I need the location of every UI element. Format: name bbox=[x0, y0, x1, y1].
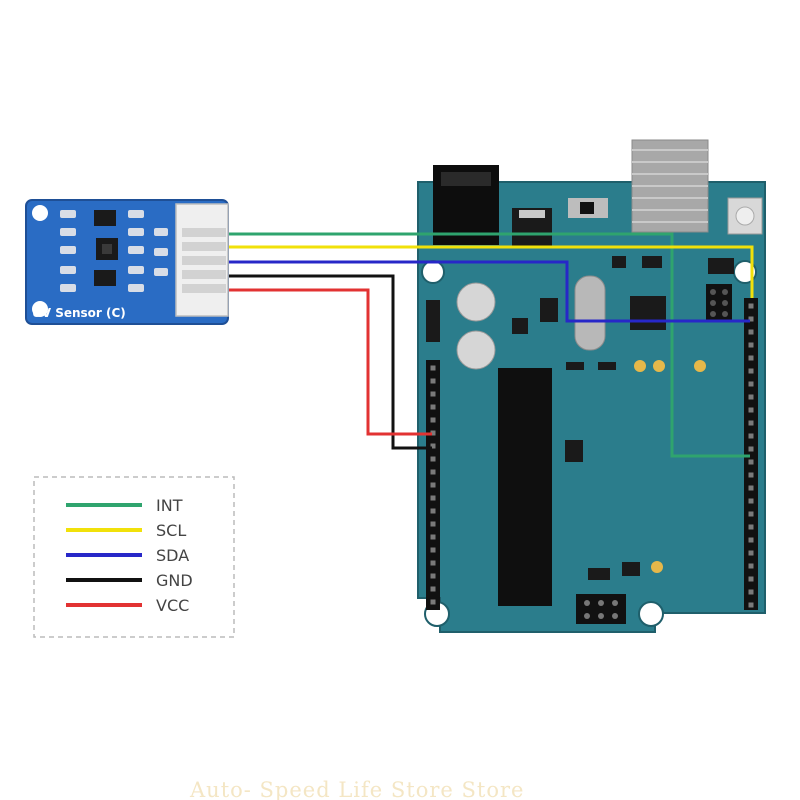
sda-wire bbox=[226, 260, 750, 323]
header-pin bbox=[430, 391, 436, 397]
int-wire bbox=[226, 232, 750, 458]
header-pin bbox=[430, 573, 436, 579]
atmega-chip bbox=[498, 368, 552, 606]
regulator-tab bbox=[519, 210, 545, 218]
reset-button-cap bbox=[735, 206, 755, 226]
header-pin bbox=[430, 365, 436, 371]
legend-box bbox=[33, 476, 235, 638]
scl-wire bbox=[226, 245, 754, 298]
header-pin bbox=[430, 404, 436, 410]
gnd-wire bbox=[226, 274, 432, 450]
header-pin bbox=[430, 586, 436, 592]
header-pin bbox=[748, 394, 754, 400]
header-pin bbox=[748, 433, 754, 439]
power-jack-top bbox=[441, 172, 491, 186]
legend-label-scl: SCL bbox=[156, 521, 186, 540]
header-pin bbox=[748, 407, 754, 413]
header-pin bbox=[748, 537, 754, 543]
header-pin bbox=[430, 417, 436, 423]
legend-label-sda: SDA bbox=[156, 546, 189, 565]
uv-sensor-window bbox=[102, 244, 112, 254]
legend-label-gnd: GND bbox=[156, 571, 193, 590]
header-pin bbox=[748, 485, 754, 491]
header-pin bbox=[748, 420, 754, 426]
capacitor bbox=[456, 330, 496, 370]
header-pin bbox=[748, 550, 754, 556]
header-pin bbox=[748, 381, 754, 387]
header-pin bbox=[748, 446, 754, 452]
header-pin bbox=[430, 443, 436, 449]
mounting-hole bbox=[638, 601, 664, 627]
header-pin bbox=[748, 498, 754, 504]
sensor-ic bbox=[94, 270, 116, 286]
legend-label-vcc: VCC bbox=[156, 596, 189, 615]
sensor-pads bbox=[60, 210, 168, 292]
smd-parts bbox=[426, 256, 734, 580]
header-pin bbox=[748, 316, 754, 322]
header-pin bbox=[748, 589, 754, 595]
header-pin bbox=[748, 368, 754, 374]
icsp-header bbox=[706, 284, 732, 322]
sensor-mount-hole bbox=[32, 301, 48, 317]
vcc-wire bbox=[226, 288, 432, 436]
legend-label-int: INT bbox=[156, 496, 183, 515]
right-header bbox=[744, 298, 758, 610]
header-pin bbox=[430, 534, 436, 540]
sensor-mount-hole bbox=[32, 205, 48, 221]
icsp-header-bottom bbox=[576, 594, 626, 624]
header-pin bbox=[748, 511, 754, 517]
header-pin bbox=[748, 472, 754, 478]
watermark-text: Auto- Speed Life Store Store bbox=[189, 778, 524, 800]
header-pin bbox=[430, 378, 436, 384]
usb-ridges bbox=[632, 149, 708, 223]
mounting-hole bbox=[421, 260, 445, 284]
header-pin bbox=[748, 576, 754, 582]
header-pin bbox=[430, 469, 436, 475]
capacitor bbox=[456, 282, 496, 322]
sensor-label: UV Sensor (C) bbox=[32, 306, 126, 320]
wire-legend: INT SCL SDA GND VCC bbox=[33, 476, 235, 638]
header-pin bbox=[430, 482, 436, 488]
header-pin bbox=[430, 508, 436, 514]
header-pins bbox=[430, 303, 754, 608]
crystal bbox=[574, 275, 606, 351]
usb-chip bbox=[630, 296, 666, 330]
header-pin bbox=[430, 430, 436, 436]
header-pin bbox=[430, 456, 436, 462]
header-pin bbox=[748, 303, 754, 309]
header-pin bbox=[430, 560, 436, 566]
arduino-board bbox=[417, 139, 766, 633]
header-pin bbox=[430, 521, 436, 527]
sensor-ic bbox=[94, 210, 116, 226]
arduino-pcb bbox=[417, 181, 766, 633]
header-pin bbox=[748, 355, 754, 361]
header-pin bbox=[748, 329, 754, 335]
header-pin bbox=[748, 602, 754, 608]
header-pin bbox=[748, 459, 754, 465]
header-pin bbox=[430, 547, 436, 553]
header-pin bbox=[430, 599, 436, 605]
header-pin bbox=[748, 342, 754, 348]
small-component bbox=[580, 202, 594, 214]
wires bbox=[226, 232, 754, 458]
header-pin bbox=[748, 563, 754, 569]
header-pin bbox=[430, 495, 436, 501]
header-pin bbox=[748, 524, 754, 530]
uv-sensor-board: UV Sensor (C) bbox=[25, 199, 229, 325]
leds bbox=[634, 360, 706, 573]
